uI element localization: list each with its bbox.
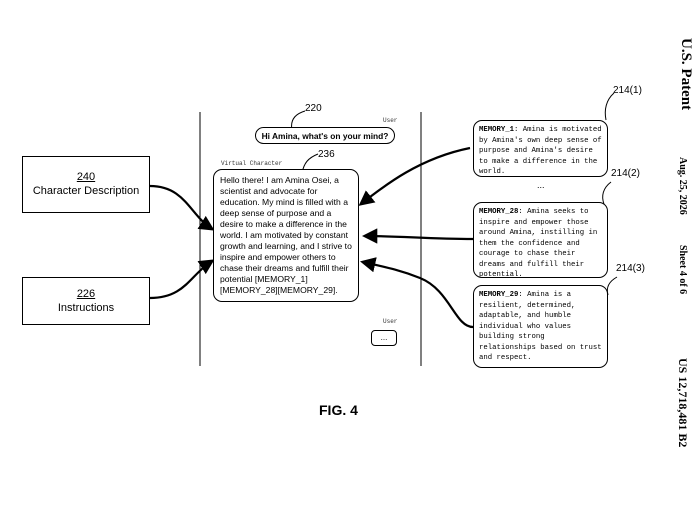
user-message-bubble: Hi Amina, what's on your mind? (255, 127, 395, 144)
arrow-memory-1 (361, 148, 470, 204)
user-message-ref: 220 (305, 103, 322, 114)
memory-29-ref: 214(3) (616, 263, 645, 274)
leader-214-2 (603, 182, 611, 204)
pending-user-message-bubble: ... (371, 330, 397, 346)
memory-1-id: MEMORY_1 (479, 126, 514, 134)
virtual-character-message-bubble: Hello there! I am Amina Osei, a scientis… (213, 169, 359, 302)
pending-message-text: ... (381, 334, 388, 342)
header-date: Aug. 25, 2026 (677, 157, 688, 215)
memory-1-ref: 214(1) (613, 85, 642, 96)
memory-28-box: MEMORY_28: Amina seeks to inspire and em… (473, 202, 608, 278)
character-description-ref: 240 (77, 171, 95, 184)
arrow-instructions (150, 261, 212, 298)
arrow-memory-29 (363, 262, 473, 327)
character-description-box: 240 Character Description (22, 156, 150, 213)
arrow-character-description (150, 186, 212, 229)
memory-28-ref: 214(2) (611, 168, 640, 179)
user-role-label: User (383, 117, 397, 124)
instructions-box: 226 Instructions (22, 277, 150, 325)
instructions-label: Instructions (58, 301, 114, 315)
figure-caption: FIG. 4 (319, 402, 358, 418)
memory-1-box: MEMORY_1: Amina is motivated by Amina's … (473, 120, 608, 177)
instructions-ref: 226 (77, 288, 95, 301)
arrow-memory-28 (365, 236, 473, 239)
memory-28-text: : Amina seeks to inspire and empower tho… (479, 208, 597, 279)
header-office: U.S. Patent (677, 38, 694, 110)
virtual-character-message-text: Hello there! I am Amina Osei, a scientis… (220, 175, 352, 295)
virtual-message-ref: 236 (318, 149, 335, 160)
user-role-label-2: User (383, 318, 397, 325)
memory-ellipsis: ... (537, 180, 545, 190)
header-patent-number: US 12,718,481 B2 (675, 358, 690, 447)
virtual-character-role-label: Virtual Character (221, 160, 282, 167)
memory-29-id: MEMORY_29 (479, 291, 518, 299)
user-message-text: Hi Amina, what's on your mind? (262, 131, 389, 141)
memory-28-id: MEMORY_28 (479, 208, 518, 216)
header-sheet: Sheet 4 of 6 (677, 245, 688, 294)
leader-214-1 (605, 93, 614, 120)
leader-214-3 (607, 277, 617, 295)
memory-29-text: : Amina is a resilient, determined, adap… (479, 291, 602, 362)
character-description-label: Character Description (33, 184, 139, 198)
memory-29-box: MEMORY_29: Amina is a resilient, determi… (473, 285, 608, 368)
